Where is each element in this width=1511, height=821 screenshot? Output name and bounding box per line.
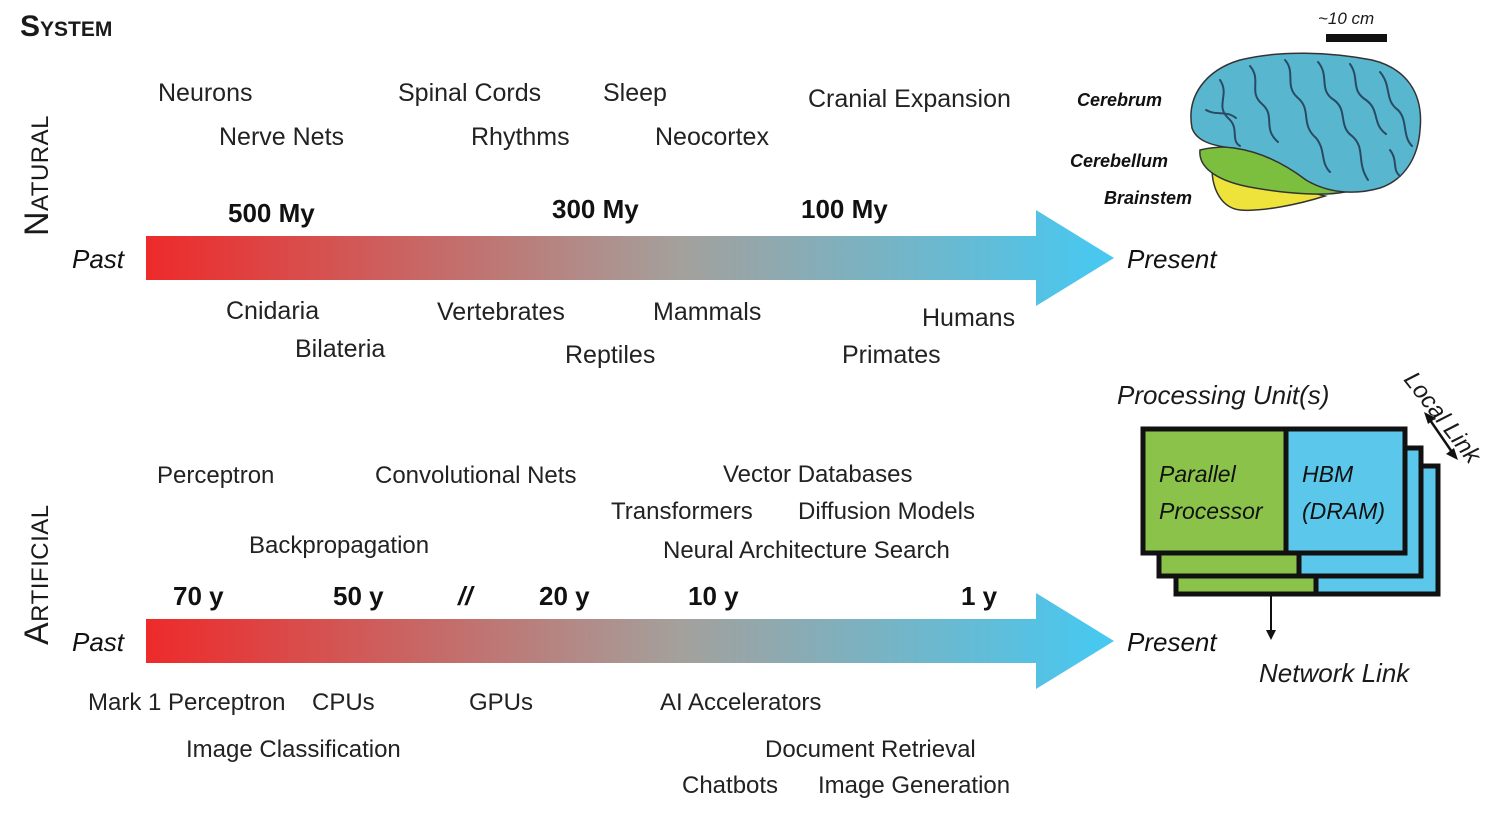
parallel-processor-block xyxy=(1140,426,1289,556)
artificial-method-label: Vector Databases xyxy=(723,461,913,488)
natural-tick: 500 My xyxy=(228,198,315,228)
artificial-method-label: Neural Architecture Search xyxy=(663,537,950,564)
natural-species-label: Bilateria xyxy=(295,335,386,363)
natural-species-label: Reptiles xyxy=(565,341,656,369)
natural-species-label: Humans xyxy=(922,304,1016,332)
natural-event-label: Rhythms xyxy=(471,123,570,151)
natural-row-label: Natural xyxy=(18,115,56,236)
cerebellum-label: Cerebellum xyxy=(1070,151,1169,171)
natural-species-label: Cnidaria xyxy=(226,297,320,325)
artificial-method-label: Diffusion Models xyxy=(798,498,975,525)
dram-label: (DRAM) xyxy=(1302,498,1386,524)
brain-illustration xyxy=(1190,52,1422,212)
network-link-arrowhead xyxy=(1266,630,1276,640)
artificial-tick-break: // xyxy=(458,581,473,611)
parallel-label: Parallel xyxy=(1159,461,1236,487)
artificial-hardware-label: Mark 1 Perceptron xyxy=(88,689,286,716)
hbm-label: HBM xyxy=(1302,461,1354,487)
artificial-timeline-arrow xyxy=(146,593,1114,689)
artificial-row-label: Artificial xyxy=(18,504,56,645)
natural-event-label: Spinal Cords xyxy=(398,79,542,107)
scale-label: ~10 cm xyxy=(1318,9,1375,28)
artificial-application-label: Image Generation xyxy=(818,772,1011,799)
scale-bar xyxy=(1326,34,1387,42)
artificial-hardware-label: CPUs xyxy=(312,689,375,716)
processing-units-label: Processing Unit(s) xyxy=(1117,380,1330,410)
natural-timeline-arrow xyxy=(146,210,1114,306)
natural-event-label: Nerve Nets xyxy=(219,123,345,151)
natural-event-label: Sleep xyxy=(603,79,667,107)
network-link-label: Network Link xyxy=(1259,658,1410,688)
artificial-tick: 10 y xyxy=(688,581,739,611)
system-title: System xyxy=(20,10,113,43)
artificial-tick: 50 y xyxy=(333,581,384,611)
brainstem-label: Brainstem xyxy=(1104,188,1193,208)
natural-event-label: Neocortex xyxy=(655,123,769,151)
artificial-application-label: Chatbots xyxy=(682,772,779,799)
artificial-tick: 70 y xyxy=(173,581,224,611)
artificial-method-label: Backpropagation xyxy=(249,532,430,559)
cerebrum-shape xyxy=(1190,52,1422,193)
local-link-arrowhead-top xyxy=(1424,412,1436,424)
artificial-method-label: Convolutional Nets xyxy=(375,462,577,489)
natural-present-label: Present xyxy=(1127,244,1217,274)
artificial-application-label: Image Classification xyxy=(186,736,401,763)
natural-species-label: Primates xyxy=(842,341,941,369)
artificial-method-label: Perceptron xyxy=(157,462,275,489)
artificial-hardware-label: GPUs xyxy=(469,689,534,716)
artificial-past-label: Past xyxy=(72,627,125,657)
natural-species-label: Mammals xyxy=(653,298,762,326)
artificial-tick: 1 y xyxy=(961,581,998,611)
artificial-present-label: Present xyxy=(1127,627,1217,657)
natural-past-label: Past xyxy=(72,244,125,274)
processor-label: Processor xyxy=(1159,498,1263,524)
natural-tick: 100 My xyxy=(801,194,888,224)
local-link-arrowhead-bottom xyxy=(1446,448,1458,460)
artificial-hardware-label: AI Accelerators xyxy=(660,689,822,716)
natural-tick: 300 My xyxy=(552,194,639,224)
artificial-method-label: Transformers xyxy=(611,498,753,525)
artificial-application-label: Document Retrieval xyxy=(765,736,976,763)
cerebrum-label: Cerebrum xyxy=(1077,90,1163,110)
natural-event-label: Neurons xyxy=(158,79,253,107)
natural-species-label: Vertebrates xyxy=(437,298,565,326)
hardware-diagram xyxy=(1140,412,1458,640)
artificial-tick: 20 y xyxy=(539,581,590,611)
natural-event-label: Cranial Expansion xyxy=(808,85,1011,113)
